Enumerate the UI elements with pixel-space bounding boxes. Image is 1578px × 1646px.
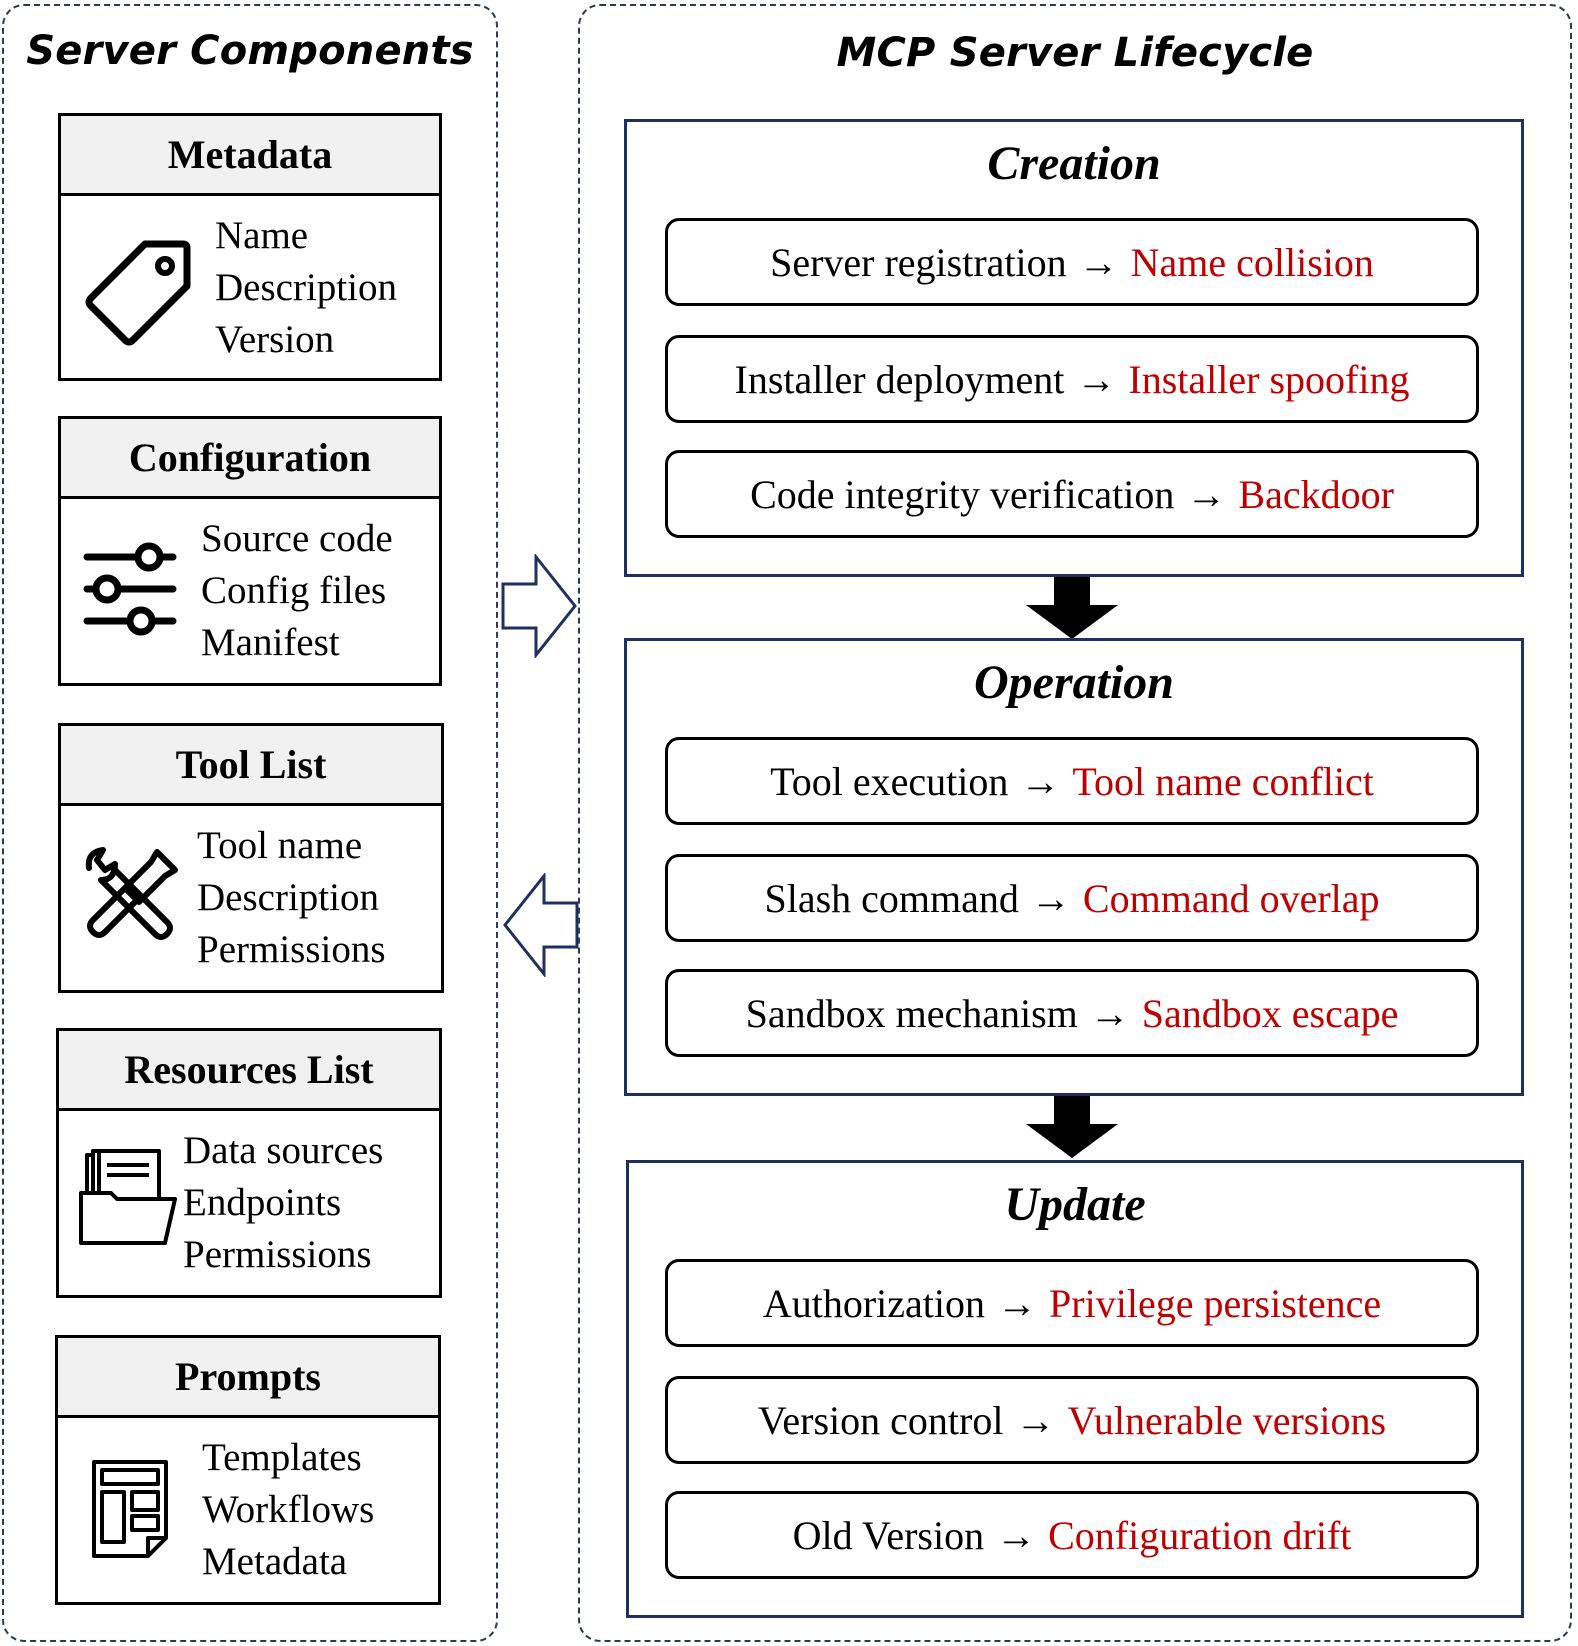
server-components-title: Server Components	[26, 28, 474, 74]
component-item: Metadata	[202, 1540, 348, 1583]
component-header: Configuration	[61, 419, 439, 499]
component-header: Resources List	[59, 1031, 439, 1111]
stage-operation: Operation Tool execution → Tool name con…	[624, 638, 1524, 1096]
down-flow-arrow-icon	[1026, 577, 1118, 639]
step-label: Version control	[757, 1397, 1004, 1443]
step-risk: Name collision	[1130, 239, 1374, 285]
component-items: Tool name Description Permissions	[197, 820, 386, 976]
down-flow-arrow-icon	[1026, 1096, 1118, 1158]
step-arrow: →	[1015, 1397, 1056, 1443]
component-prompts: Prompts Templates Workflows Metadata	[55, 1335, 441, 1605]
tag-icon	[85, 240, 191, 346]
lifecycle-panel: MCP Server Lifecycle	[578, 4, 1572, 1642]
component-item: Data sources	[183, 1129, 384, 1172]
component-item: Description	[215, 266, 397, 309]
component-metadata: Metadata Name Description Version	[58, 113, 442, 381]
step-label: Tool execution	[770, 758, 1009, 804]
lifecycle-step: Slash command → Command overlap	[665, 854, 1479, 942]
component-item: Workflows	[202, 1488, 375, 1531]
step-risk: Configuration drift	[1048, 1512, 1352, 1558]
step-risk: Command overlap	[1082, 875, 1380, 921]
sliders-icon	[83, 542, 177, 636]
step-arrow: →	[1186, 471, 1227, 517]
component-header: Metadata	[61, 116, 439, 196]
step-arrow: →	[1020, 758, 1061, 804]
server-components-panel: Server Components	[2, 4, 498, 1642]
component-item: Version	[215, 318, 335, 361]
left-hollow-arrow-icon	[503, 873, 579, 977]
template-icon	[92, 1460, 168, 1558]
lifecycle-step: Sandbox mechanism → Sandbox escape	[665, 969, 1479, 1057]
component-tool-list: Tool List Tool name Description Permissi…	[58, 723, 444, 993]
lifecycle-step: Authorization → Privilege persistence	[665, 1259, 1479, 1347]
stage-title: Operation	[973, 656, 1174, 709]
component-item: Description	[197, 876, 379, 919]
component-configuration: Configuration Source code Config files M…	[58, 416, 442, 686]
component-item: Name	[215, 214, 309, 257]
stage-creation: Creation Server registration → Name coll…	[624, 119, 1524, 577]
step-risk: Installer spoofing	[1128, 356, 1410, 402]
component-item: Endpoints	[183, 1181, 342, 1224]
lifecycle-step: Installer deployment → Installer spoofin…	[665, 335, 1479, 423]
step-arrow: →	[1030, 875, 1071, 921]
tools-icon	[85, 847, 178, 940]
step-label: Slash command	[764, 875, 1019, 921]
component-item: Manifest	[201, 621, 340, 664]
lifecycle-step: Version control → Vulnerable versions	[665, 1376, 1479, 1464]
step-arrow: →	[1076, 356, 1117, 402]
component-items: Name Description Version	[215, 210, 397, 366]
step-label: Installer deployment	[734, 356, 1065, 402]
component-resources-list: Resources List Data sources Endpoints Pe…	[56, 1028, 442, 1298]
lifecycle-step: Old Version → Configuration drift	[665, 1491, 1479, 1579]
lifecycle-step: Server registration → Name collision	[665, 218, 1479, 306]
step-arrow: →	[997, 1280, 1038, 1326]
step-risk: Tool name conflict	[1072, 758, 1374, 804]
component-items: Source code Config files Manifest	[201, 513, 393, 669]
step-risk: Sandbox escape	[1141, 990, 1399, 1036]
component-items: Data sources Endpoints Permissions	[183, 1125, 383, 1281]
folder-icon	[79, 1149, 177, 1245]
component-item: Templates	[202, 1436, 362, 1479]
step-label: Server registration	[770, 239, 1067, 285]
component-item: Tool name	[197, 824, 363, 867]
lifecycle-step: Tool execution → Tool name conflict	[665, 737, 1479, 825]
component-item: Permissions	[183, 1233, 372, 1276]
step-risk: Backdoor	[1238, 471, 1394, 517]
step-label: Sandbox mechanism	[745, 990, 1078, 1036]
step-arrow: →	[1089, 990, 1130, 1036]
step-risk: Vulnerable versions	[1067, 1397, 1387, 1443]
step-risk: Privilege persistence	[1049, 1280, 1382, 1326]
step-arrow: →	[1078, 239, 1119, 285]
stage-update: Update Authorization → Privilege persist…	[626, 1160, 1524, 1618]
step-arrow: →	[996, 1512, 1037, 1558]
component-item: Config files	[201, 569, 387, 612]
right-hollow-arrow-icon	[501, 554, 577, 658]
component-item: Permissions	[197, 928, 386, 971]
step-label: Code integrity verification	[750, 471, 1175, 517]
lifecycle-step: Code integrity verification → Backdoor	[665, 450, 1479, 538]
stage-title: Update	[1004, 1178, 1146, 1231]
component-item: Source code	[201, 517, 393, 560]
component-header: Prompts	[58, 1338, 438, 1418]
component-items: Templates Workflows Metadata	[202, 1432, 374, 1588]
step-label: Old Version	[792, 1512, 985, 1558]
stage-title: Creation	[987, 137, 1161, 190]
component-header: Tool List	[61, 726, 441, 806]
lifecycle-title: MCP Server Lifecycle	[836, 30, 1314, 76]
step-label: Authorization	[762, 1280, 986, 1326]
